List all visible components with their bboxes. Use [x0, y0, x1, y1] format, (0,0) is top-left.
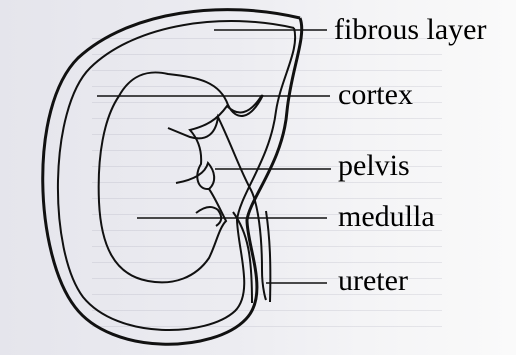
fibrous-layer-label: fibrous layer	[334, 15, 486, 45]
cortex-label: cortex	[338, 80, 413, 110]
medulla-lobule-2	[196, 207, 221, 226]
ureter-label: ureter	[338, 266, 408, 296]
pelvis-label: pelvis	[338, 151, 410, 181]
fibrous-layer-inner	[58, 21, 295, 330]
cortex-outline	[99, 72, 263, 282]
medulla-label: medulla	[338, 202, 435, 232]
medulla-lobule-1	[176, 163, 214, 189]
